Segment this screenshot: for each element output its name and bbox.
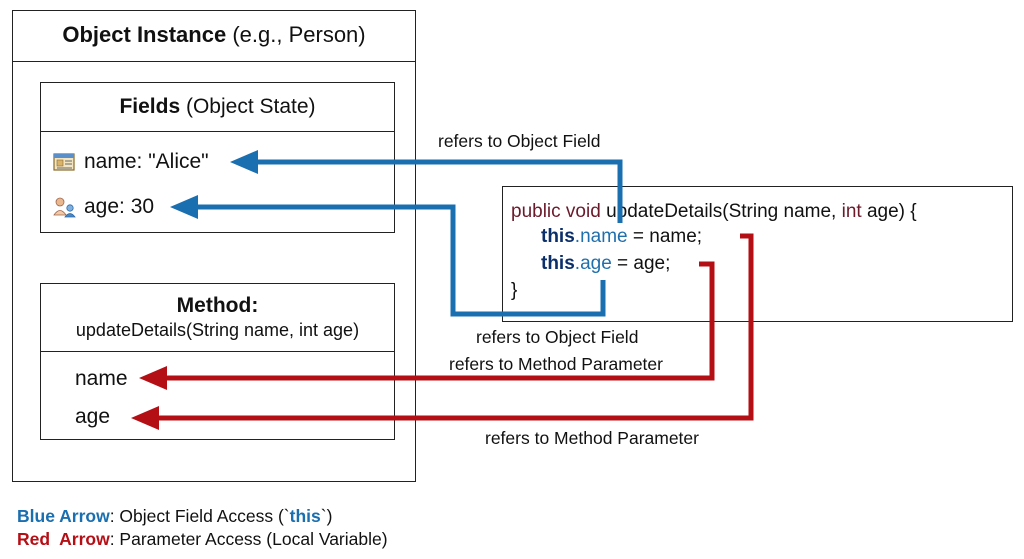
legend-this-keyword: this <box>289 506 321 526</box>
blue-arrowhead-age <box>170 195 198 219</box>
fields-title-bold: Fields <box>119 95 181 118</box>
method-param-name: name <box>75 367 128 390</box>
red-arrow-name-param <box>163 261 715 381</box>
code-int-keyword: int <box>841 201 862 222</box>
object-instance-title-bold: Object Instance <box>62 22 227 47</box>
code-line-signature: public void updateDetails(String name, i… <box>511 201 917 223</box>
code-field-age: age <box>580 253 612 274</box>
red-arrow-age-param <box>155 233 754 421</box>
blue-arrow-age <box>194 204 606 317</box>
fields-title-rest: (Object State) <box>180 95 316 118</box>
method-box <box>40 283 395 440</box>
code-method-name: updateDetails(String name, <box>606 201 842 222</box>
red-arrowhead-name-param <box>139 366 167 390</box>
code-line-this-name: this.name = name; <box>541 226 702 248</box>
fields-divider <box>40 131 395 132</box>
object-instance-title-rest: (e.g., Person) <box>226 22 366 47</box>
label-red-middle: refers to Method Parameter <box>449 354 663 374</box>
field-name-row: name: "Alice" <box>84 150 209 173</box>
legend-blue: Blue Arrow: Object Field Access (`this`) <box>17 506 332 527</box>
method-divider <box>40 351 395 352</box>
code-dot: . <box>574 253 581 274</box>
code-assign-age: = age; <box>611 253 671 274</box>
field-age-row: age: 30 <box>84 195 155 218</box>
legend-blue-desc-b: `) <box>320 506 333 526</box>
method-title: Method: <box>176 294 259 317</box>
red-arrowhead-age-param <box>131 406 159 430</box>
blue-arrow-name <box>255 159 623 223</box>
code-line-close-brace: } <box>511 280 518 301</box>
label-blue-top: refers to Object Field <box>438 131 601 151</box>
label-red-bottom: refers to Method Parameter <box>485 428 699 448</box>
method-signature: updateDetails(String name, int age) <box>75 320 360 340</box>
person-badge-icon <box>53 197 76 218</box>
legend-red: Red Arrow: Parameter Access (Local Varia… <box>17 529 388 550</box>
blue-arrowhead-name <box>230 150 258 174</box>
code-signature-end: age) { <box>861 201 917 222</box>
code-public-keyword: public <box>511 201 561 222</box>
fields-title: Fields (Object State) <box>40 95 395 119</box>
legend-red-key: Red Arrow <box>17 529 110 549</box>
object-instance-title: Object Instance (e.g., Person) <box>12 22 416 48</box>
method-param-age: age <box>75 405 111 428</box>
code-assign-name: = name; <box>627 226 703 247</box>
object-instance-divider <box>12 61 416 62</box>
code-void-keyword: void <box>560 201 607 222</box>
legend-blue-desc-a: : Object Field Access (` <box>109 506 290 526</box>
record-card-icon <box>53 153 75 171</box>
code-this-keyword: this <box>541 253 575 274</box>
legend-blue-key: Blue Arrow <box>17 506 110 526</box>
code-field-name: name <box>580 226 628 247</box>
code-this-keyword: this <box>541 226 575 247</box>
label-blue-bottom: refers to Object Field <box>476 327 639 347</box>
code-line-this-age: this.age = age; <box>541 253 670 275</box>
legend-red-desc: : Parameter Access (Local Variable) <box>109 529 388 549</box>
code-dot: . <box>574 226 581 247</box>
code-box <box>502 186 1013 322</box>
